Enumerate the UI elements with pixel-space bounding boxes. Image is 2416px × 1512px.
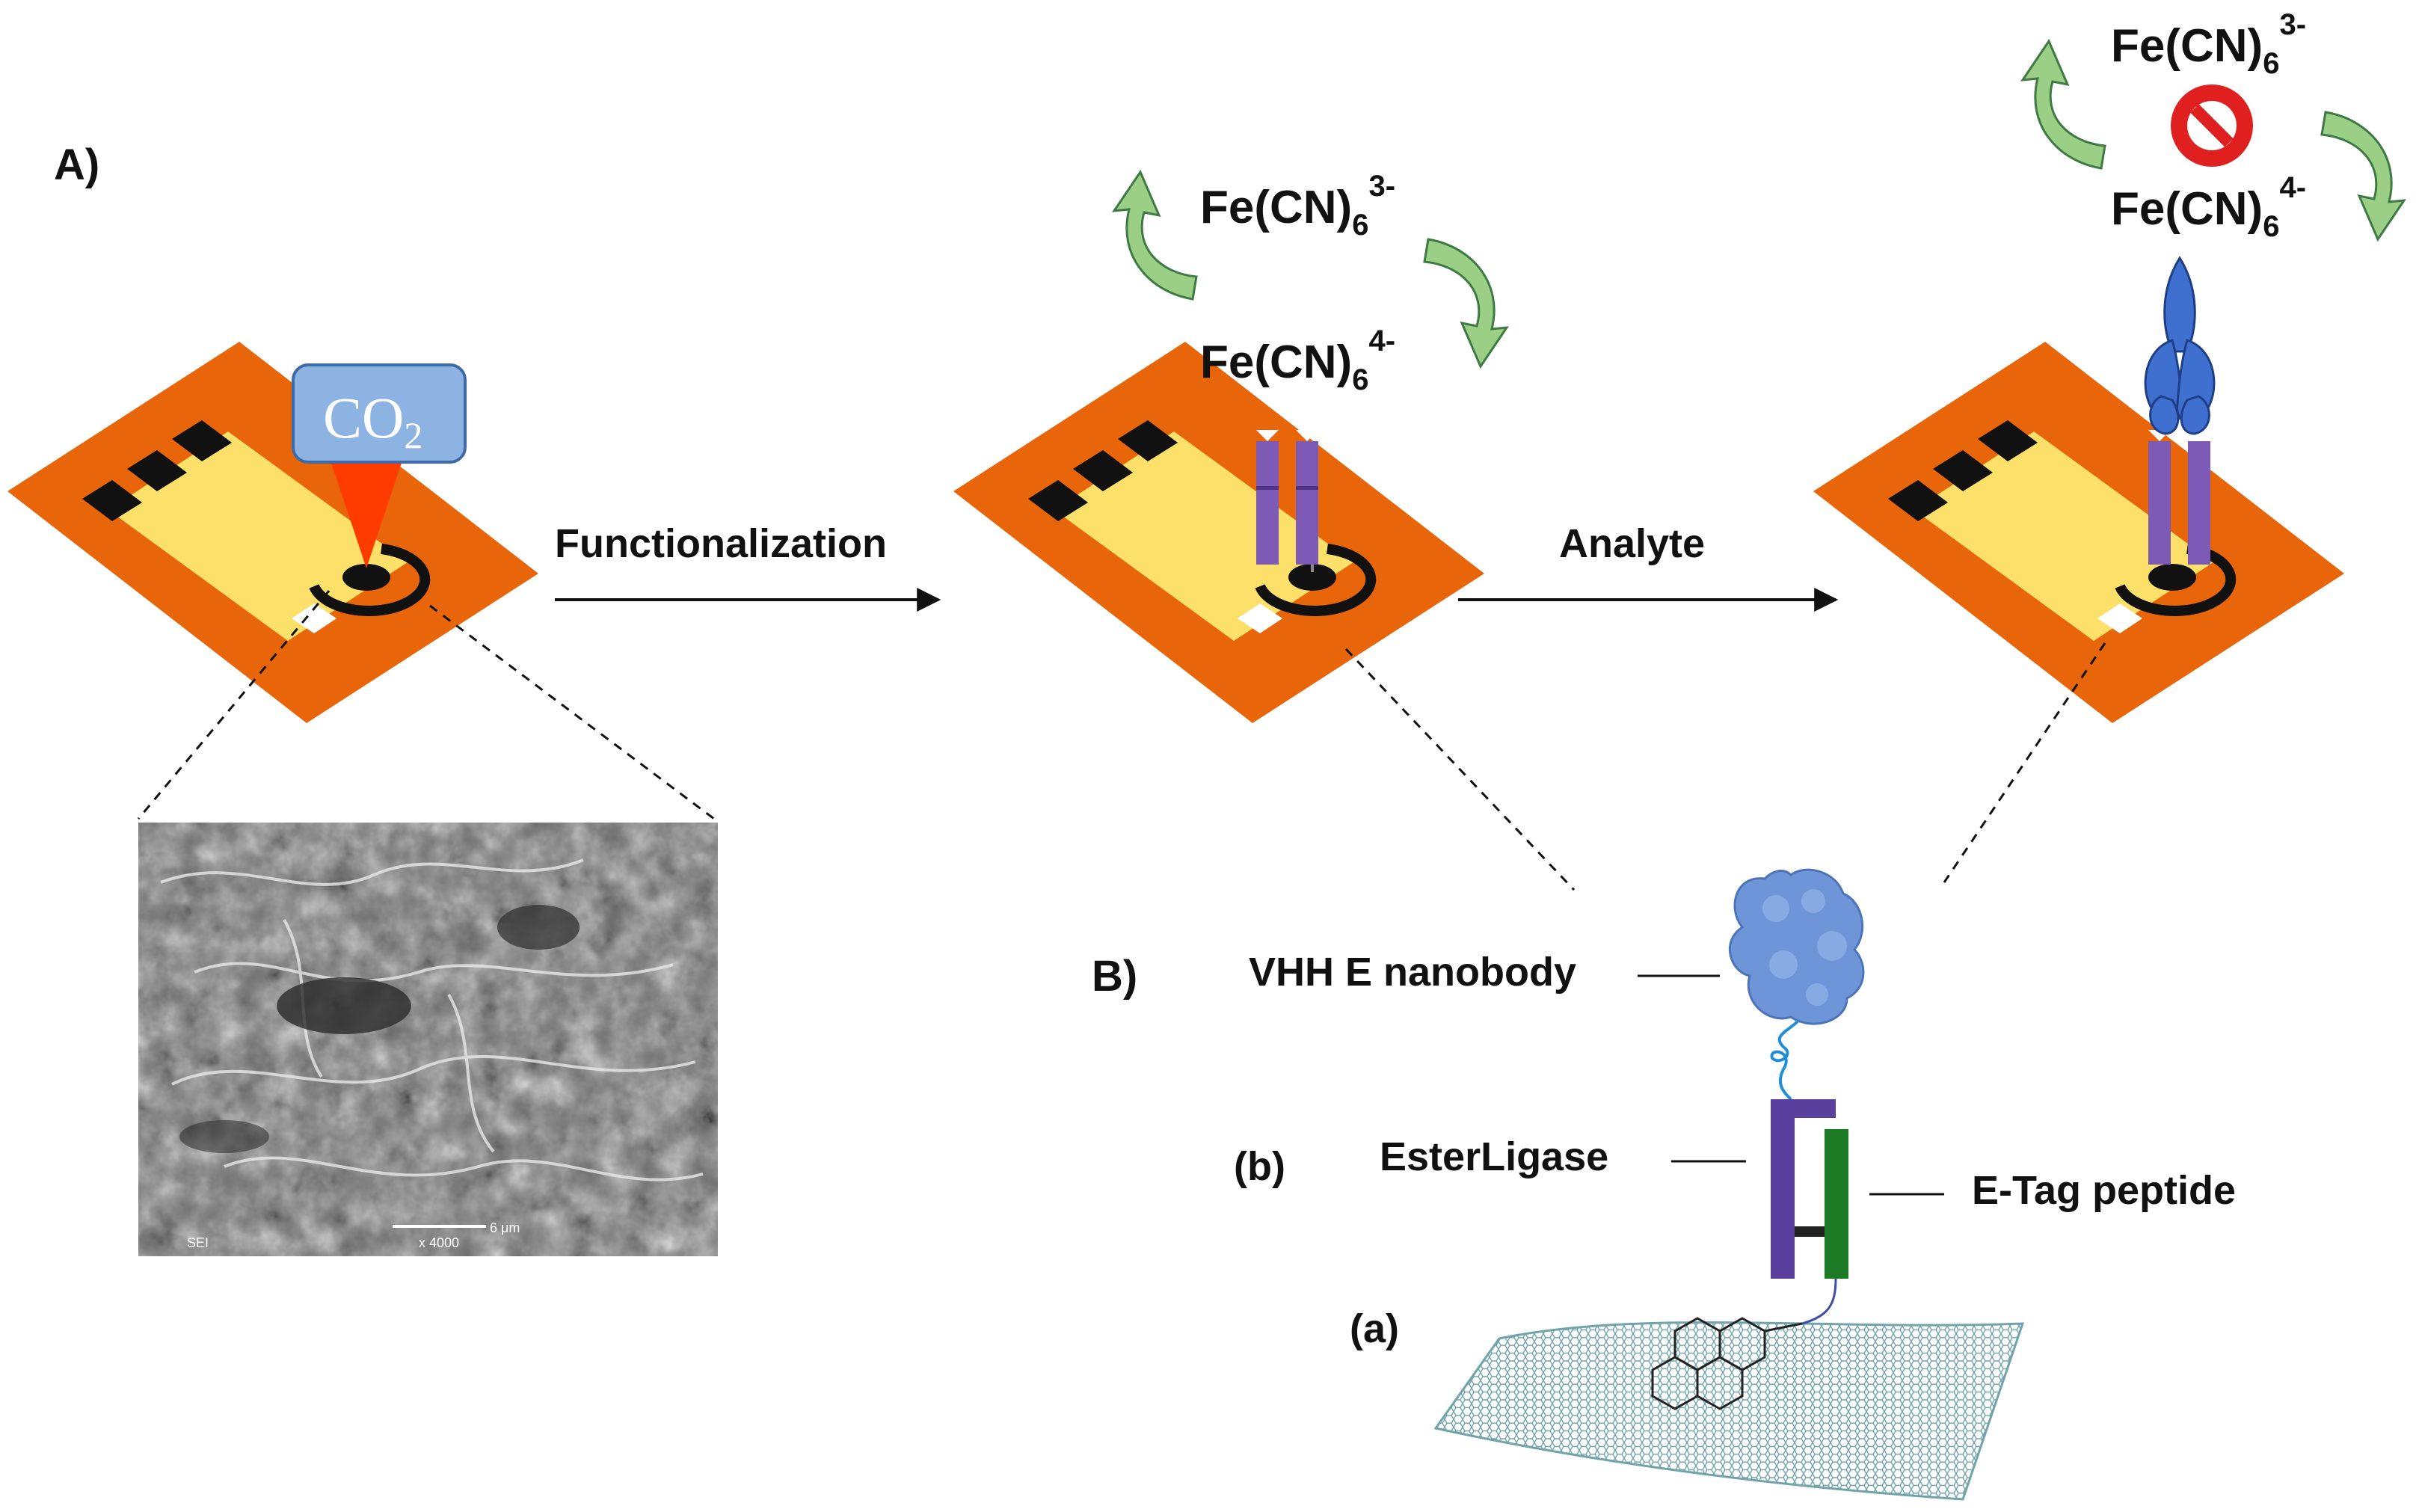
bound-electrode xyxy=(1813,342,2344,723)
linker-icon xyxy=(1770,1019,1800,1101)
cycle-arrow-right-icon xyxy=(1423,238,1508,368)
step-functionalization-label: Functionalization xyxy=(555,521,887,566)
tag-label: E-Tag peptide xyxy=(1972,1168,2236,1213)
sem-magnification: x 4000 xyxy=(419,1235,459,1250)
receptor-with-antigen xyxy=(2144,256,2216,565)
cycle-arrow-right-icon xyxy=(2320,111,2406,241)
sem-scale-text: 6 μm xyxy=(490,1220,520,1235)
ligase-label: EsterLigase xyxy=(1380,1134,1608,1179)
redox-reduced: Fe(CN)64- xyxy=(2111,171,2306,243)
panel-b-label: B) xyxy=(1092,952,1137,1001)
functionalized-electrode xyxy=(953,342,1484,723)
step-a-label: (a) xyxy=(1350,1306,1399,1351)
zoom-guide-left xyxy=(137,590,331,820)
etag-peptide-icon xyxy=(1825,1129,1848,1279)
redox-oxidized: Fe(CN)63- xyxy=(1200,170,1395,242)
laser-label-box xyxy=(292,363,467,464)
esterligase-icon xyxy=(1771,1099,1836,1279)
redox-cycle-blocked: Fe(CN)63- Fe(CN)64- xyxy=(2021,8,2406,243)
graphene-sheet xyxy=(1433,1321,2025,1501)
redox-oxidized: Fe(CN)63- xyxy=(2111,8,2306,80)
bioreceptor-construct xyxy=(1256,430,1318,572)
antigen-protein-icon xyxy=(2144,256,2216,435)
nanobody-label: VHH E nanobody xyxy=(1249,950,1576,995)
cycle-arrow-left-icon xyxy=(2021,40,2106,170)
nanobody-icon xyxy=(1728,868,1865,1101)
step-b-label: (b) xyxy=(1234,1144,1285,1189)
zoom-guide-b-left xyxy=(1344,648,1576,891)
co2-laser: CO2 xyxy=(292,363,467,568)
redox-cycle-free: Fe(CN)63- Fe(CN)64- xyxy=(1113,170,1508,396)
laser-beam xyxy=(329,456,404,568)
forbidden-icon xyxy=(2171,84,2253,167)
redox-reduced: Fe(CN)64- xyxy=(1200,325,1395,396)
zoom-guide-right xyxy=(429,604,715,820)
covalent-bond xyxy=(1795,1226,1825,1237)
pyrene-anchor-icon xyxy=(1651,1317,1803,1410)
step-analyte-label: Analyte xyxy=(1559,521,1705,566)
sem-detector: SEI xyxy=(187,1235,209,1250)
tether-line xyxy=(1801,1278,1837,1325)
cycle-arrow-left-icon xyxy=(1113,170,1198,301)
panel-a-label: A) xyxy=(54,141,99,189)
co2-text: CO2 xyxy=(323,385,422,456)
sem-micrograph: 6 μm SEI x 4000 xyxy=(138,823,718,1256)
